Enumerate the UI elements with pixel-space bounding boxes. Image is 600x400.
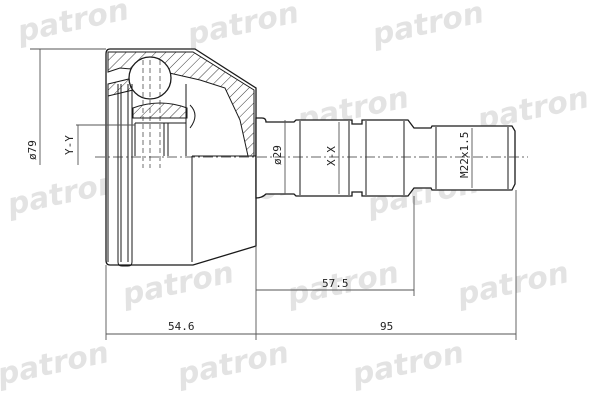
svg-text:M22x1.5: M22x1.5: [458, 132, 471, 178]
svg-text:patron: patron: [348, 335, 467, 393]
svg-text:patron: patron: [183, 0, 302, 53]
dimension-spline-length: 57.5: [256, 196, 415, 296]
dimension-inner-section: Y-Y: [63, 124, 135, 165]
svg-text:ø29: ø29: [271, 145, 284, 165]
dimension-housing-length: 54.6: [105, 246, 257, 340]
drive-shaft: [255, 117, 516, 199]
dimension-shaft-diameter: ø29: [271, 120, 286, 194]
svg-text:patron: patron: [3, 165, 122, 223]
svg-text:54.6: 54.6: [168, 320, 195, 333]
svg-text:X-X: X-X: [325, 146, 338, 166]
dimension-spline-section: X-X: [325, 122, 340, 194]
joint-housing: [105, 48, 257, 267]
svg-text:ø79: ø79: [26, 140, 39, 160]
dimension-outer-diameter: ø79: [26, 48, 106, 165]
svg-text:patron: patron: [13, 0, 132, 50]
dimension-thread: M22x1.5: [458, 128, 473, 188]
svg-text:patron: patron: [453, 255, 572, 313]
svg-text:patron: patron: [368, 0, 487, 53]
svg-text:Y-Y: Y-Y: [63, 135, 76, 155]
svg-text:57.5: 57.5: [322, 277, 349, 290]
svg-text:patron: patron: [0, 335, 112, 393]
svg-text:95: 95: [380, 320, 393, 333]
svg-text:patron: patron: [173, 335, 292, 393]
dimension-stem-length: 95: [256, 190, 517, 340]
